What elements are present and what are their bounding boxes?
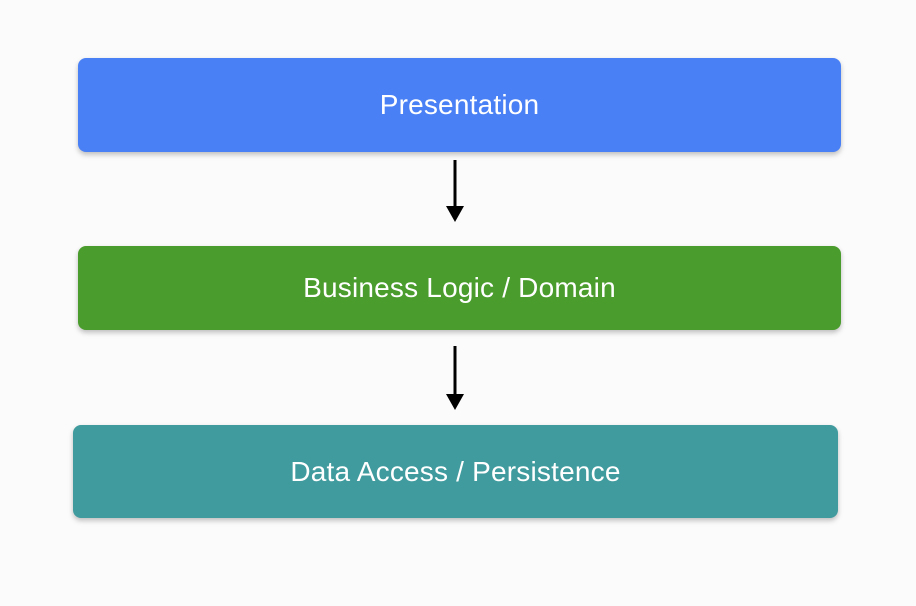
layer-box-presentation[interactable]: Presentation [78,58,841,152]
layer-box-business-logic[interactable]: Business Logic / Domain [78,246,841,330]
layer-label-data-access: Data Access / Persistence [290,455,621,487]
arrow-presentation-to-business [446,160,464,222]
arrow-head-icon [446,394,464,410]
layer-box-data-access[interactable]: Data Access / Persistence [73,425,838,518]
layer-label-presentation: Presentation [379,89,540,120]
arrow-business-to-data [446,346,464,410]
layer-label-business-logic: Business Logic / Domain [303,272,616,303]
arrow-head-icon [446,206,464,222]
